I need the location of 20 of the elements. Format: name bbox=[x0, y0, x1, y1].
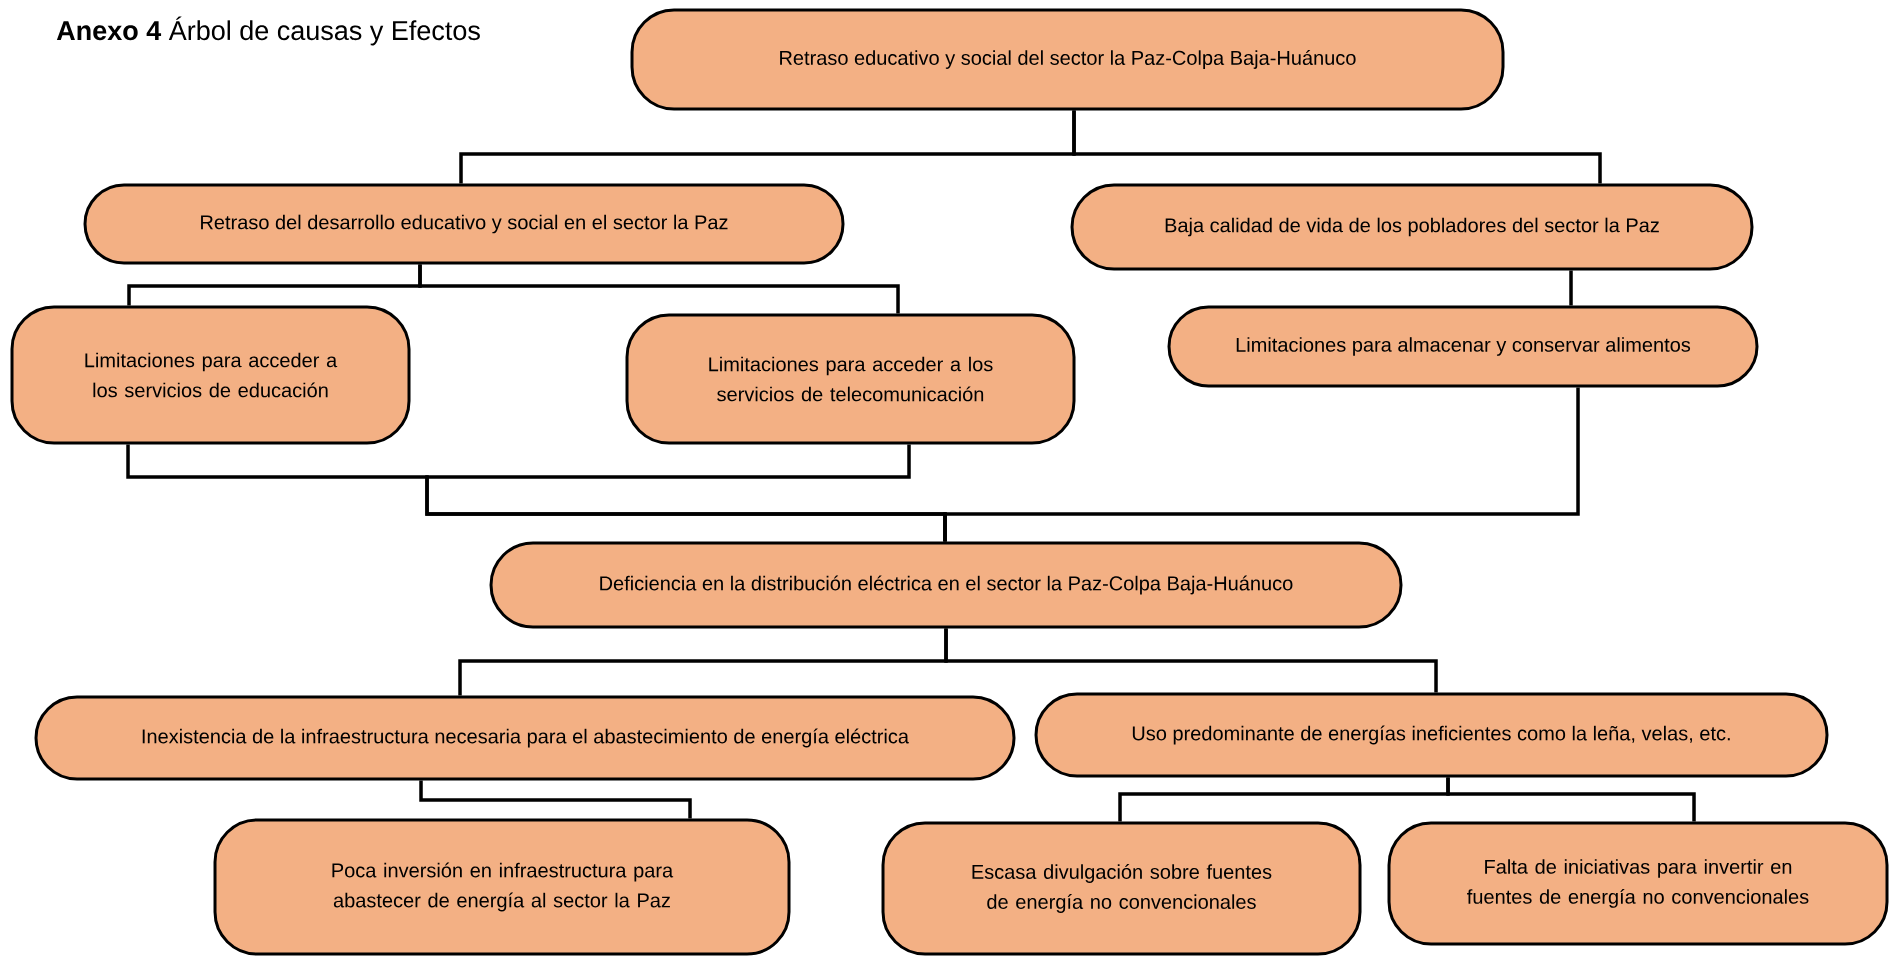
rounded-box: Uso predominante de energías ineficientes como la leña, velas, etc. bbox=[1034, 692, 1829, 778]
connector-line bbox=[418, 264, 900, 314]
rounded-box: Poca inversión en infraestructura para abastecer de energía al sector la Paz bbox=[213, 818, 791, 956]
connector-line bbox=[419, 780, 692, 819]
connector-line bbox=[944, 628, 1438, 693]
rounded-box: Limitaciones para acceder a los servicios de telecomunicación bbox=[625, 313, 1076, 445]
rounded-box: Retraso educativo y social del sector la Paz-Colpa Baja-Huánuco bbox=[630, 8, 1505, 111]
rounded-box: Limitaciones para almacenar y conservar alimentos bbox=[1167, 305, 1759, 388]
connector-line bbox=[943, 387, 1580, 542]
connector-line bbox=[1569, 270, 1573, 306]
rounded-box: Deficiencia en la distribución eléctrica en el sector la Paz-Colpa Baja-Huánuco bbox=[489, 541, 1403, 629]
rounded-box: Retraso del desarrollo educativo y social en el sector la Paz bbox=[83, 183, 845, 265]
title: Anexo 4 Árbol de causas y Efectos bbox=[56, 16, 480, 46]
rounded-box: Baja calidad de vida de los pobladores del sector la Paz bbox=[1070, 183, 1754, 271]
connector-line bbox=[1072, 110, 1602, 184]
rounded-box: Limitaciones para acceder a los servicios de educación bbox=[10, 305, 411, 445]
rounded-box: Escasa divulgación sobre fuentes de energía no convencionales bbox=[881, 821, 1362, 956]
connector-line bbox=[1446, 777, 1696, 822]
rounded-box: Inexistencia de la infraestructura necesaria para el abastecimiento de energía eléctrica bbox=[34, 695, 1016, 781]
rounded-box: Falta de iniciativas para invertir en fuentes de energía no convencionales bbox=[1387, 821, 1889, 946]
